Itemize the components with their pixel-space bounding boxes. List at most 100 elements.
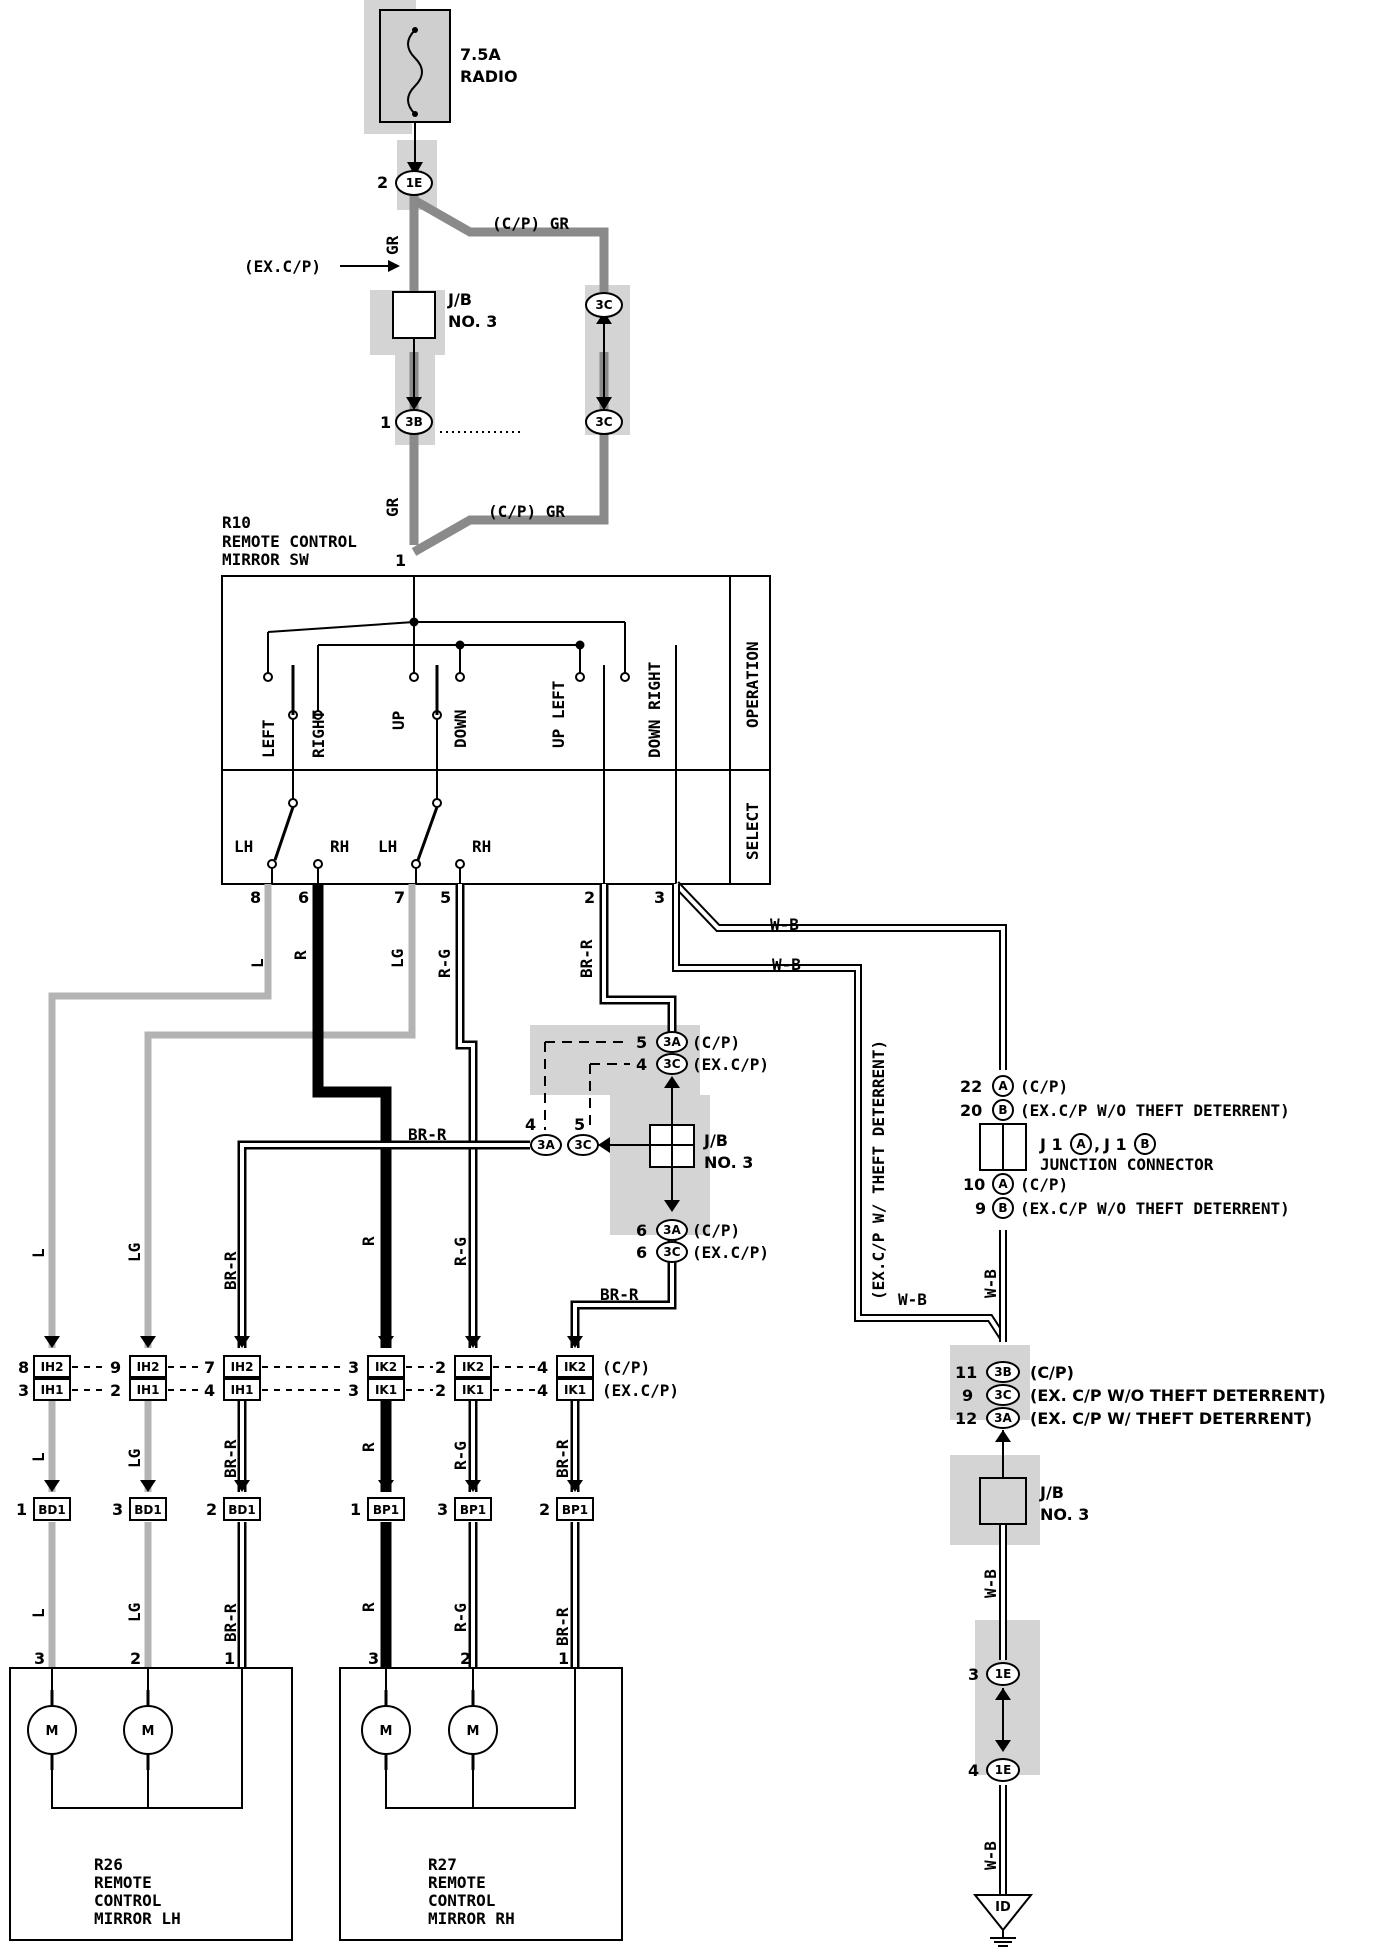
svg-text:3: 3 — [348, 1358, 359, 1377]
mirror-rh: 3 2 1 M M R27 REMOTE CONTROL MIRROR RH — [339, 1649, 623, 1941]
svg-text:IH1: IH1 — [137, 1383, 160, 1397]
svg-text:BD1: BD1 — [134, 1503, 161, 1517]
svg-text:5: 5 — [636, 1033, 647, 1052]
svg-text:A: A — [998, 1079, 1008, 1093]
sel-rh-1: RH — [330, 837, 349, 856]
svg-text:IK1: IK1 — [564, 1383, 586, 1397]
select-label: SELECT — [743, 802, 762, 860]
svg-text:BR-R: BR-R — [600, 1285, 639, 1304]
svg-text:REMOTE: REMOTE — [94, 1873, 152, 1892]
svg-text:2: 2 — [539, 1500, 550, 1519]
svg-text:3A: 3A — [663, 1223, 681, 1237]
svg-text:1: 1 — [380, 413, 391, 432]
svg-text:R: R — [359, 1602, 378, 1612]
mirror-lh: 3 2 1 M M R26 REMOTE CONTROL MIRROR LH — [9, 1649, 293, 1941]
mirror-lh-code: R26 — [94, 1855, 123, 1874]
svg-text:R-G: R-G — [451, 1603, 470, 1632]
intermediate-note-excp: (EX.C/P) — [602, 1381, 679, 1400]
switch-name-line2: MIRROR SW — [222, 550, 309, 569]
fuse-element-icon — [407, 29, 423, 115]
svg-text:LG: LG — [125, 1449, 144, 1468]
switch-pin-3: 3 — [654, 888, 665, 907]
svg-text:BP1: BP1 — [373, 1503, 399, 1517]
svg-text:2: 2 — [460, 1649, 471, 1668]
wire-rg — [455, 884, 478, 1668]
svg-text:10: 10 — [963, 1175, 985, 1194]
svg-text:3A: 3A — [663, 1035, 681, 1049]
svg-text:BR-R: BR-R — [221, 1251, 240, 1290]
svg-text:3C: 3C — [663, 1245, 680, 1259]
svg-text:NO. 3: NO. 3 — [704, 1153, 753, 1172]
svg-text:4: 4 — [968, 1761, 979, 1780]
switch-r10: R10 REMOTE CONTROL MIRROR SW 1 OPERATION… — [221, 513, 771, 907]
svg-text:BR-R: BR-R — [577, 939, 596, 978]
svg-text:A: A — [998, 1177, 1008, 1191]
wire-l — [48, 884, 272, 1668]
wire-labels: L R LG R-G BR-R W-B W-B BR-R L LG BR-R R… — [29, 915, 1000, 1870]
svg-text:(EX. C/P W/O THEFT DETERRENT): (EX. C/P W/O THEFT DETERRENT) — [1030, 1386, 1326, 1405]
svg-text:6: 6 — [636, 1221, 647, 1240]
wire-lg — [144, 884, 416, 1668]
svg-text:BR-R: BR-R — [553, 1439, 572, 1478]
svg-text:M: M — [467, 1724, 480, 1739]
ex-cp-w-theft-label: (EX.C/P W/ THEFT DETERRENT) — [869, 1040, 888, 1300]
svg-text:R-G: R-G — [451, 1441, 470, 1470]
svg-text:2: 2 — [377, 173, 388, 192]
svg-text:IK2: IK2 — [375, 1360, 397, 1374]
svg-text:W-B: W-B — [981, 1569, 1000, 1598]
svg-text:(C/P): (C/P) — [692, 1033, 740, 1052]
svg-text:BR-R: BR-R — [221, 1603, 240, 1642]
svg-text:J/B: J/B — [447, 290, 472, 309]
mirror-rh-code: R27 — [428, 1855, 457, 1874]
svg-text:IK2: IK2 — [462, 1360, 484, 1374]
jc-label: JUNCTION CONNECTOR — [1040, 1155, 1214, 1174]
svg-text:IH1: IH1 — [41, 1383, 64, 1397]
svg-text:B: B — [998, 1201, 1007, 1215]
intermediate-connectors: 83IH2IH192IH2IH174IH2IH133IK2IK122IK2IK1… — [18, 1336, 679, 1401]
jb-no3-lower: 5 3A (C/P) 4 3C (EX.C/P) J/B NO. 3 4 5 3… — [525, 1031, 769, 1263]
svg-text:4: 4 — [636, 1055, 647, 1074]
gr-label-2: GR — [383, 497, 402, 517]
svg-text:BD1: BD1 — [228, 1503, 255, 1517]
svg-text:9: 9 — [975, 1199, 986, 1218]
svg-text:5: 5 — [574, 1115, 585, 1134]
svg-text:W-B: W-B — [981, 1841, 1000, 1870]
svg-text:BR-R: BR-R — [553, 1607, 572, 1646]
svg-text:L: L — [29, 1452, 48, 1462]
svg-text:4: 4 — [204, 1381, 215, 1400]
svg-text:IH1: IH1 — [231, 1383, 254, 1397]
fuse-rating: 7.5A — [460, 45, 501, 64]
top-wiring — [406, 122, 612, 556]
fuse-radio: 7.5A RADIO — [379, 9, 518, 123]
svg-text:2: 2 — [130, 1649, 141, 1668]
jc-name: J 1 — [1039, 1135, 1063, 1154]
svg-text:BD1: BD1 — [38, 1503, 65, 1517]
svg-text:W-B: W-B — [981, 1269, 1000, 1298]
svg-text:(EX.C/P): (EX.C/P) — [692, 1055, 769, 1074]
svg-text:9: 9 — [110, 1358, 121, 1377]
svg-text:(EX. C/P W/ THEFT DETERRENT): (EX. C/P W/ THEFT DETERRENT) — [1030, 1409, 1312, 1428]
svg-text:LG: LG — [125, 1243, 144, 1262]
cp-gr-label-top: (C/P) GR — [492, 214, 569, 233]
switch-name-line1: REMOTE CONTROL — [222, 532, 357, 551]
svg-text:3: 3 — [348, 1381, 359, 1400]
svg-text:M: M — [380, 1724, 393, 1739]
svg-text:3C: 3C — [574, 1138, 591, 1152]
switch-pin-in: 1 — [395, 551, 406, 570]
pos-down-right: DOWN RIGHT — [645, 662, 664, 758]
svg-text:L: L — [248, 958, 267, 968]
svg-text:1: 1 — [224, 1649, 235, 1668]
svg-text:M: M — [46, 1724, 59, 1739]
svg-text:IH2: IH2 — [231, 1360, 254, 1374]
svg-text:IK2: IK2 — [564, 1360, 586, 1374]
svg-text:22: 22 — [960, 1077, 982, 1096]
connector-3b-top: 1 3B — [380, 409, 433, 435]
wire-r — [312, 884, 392, 1668]
